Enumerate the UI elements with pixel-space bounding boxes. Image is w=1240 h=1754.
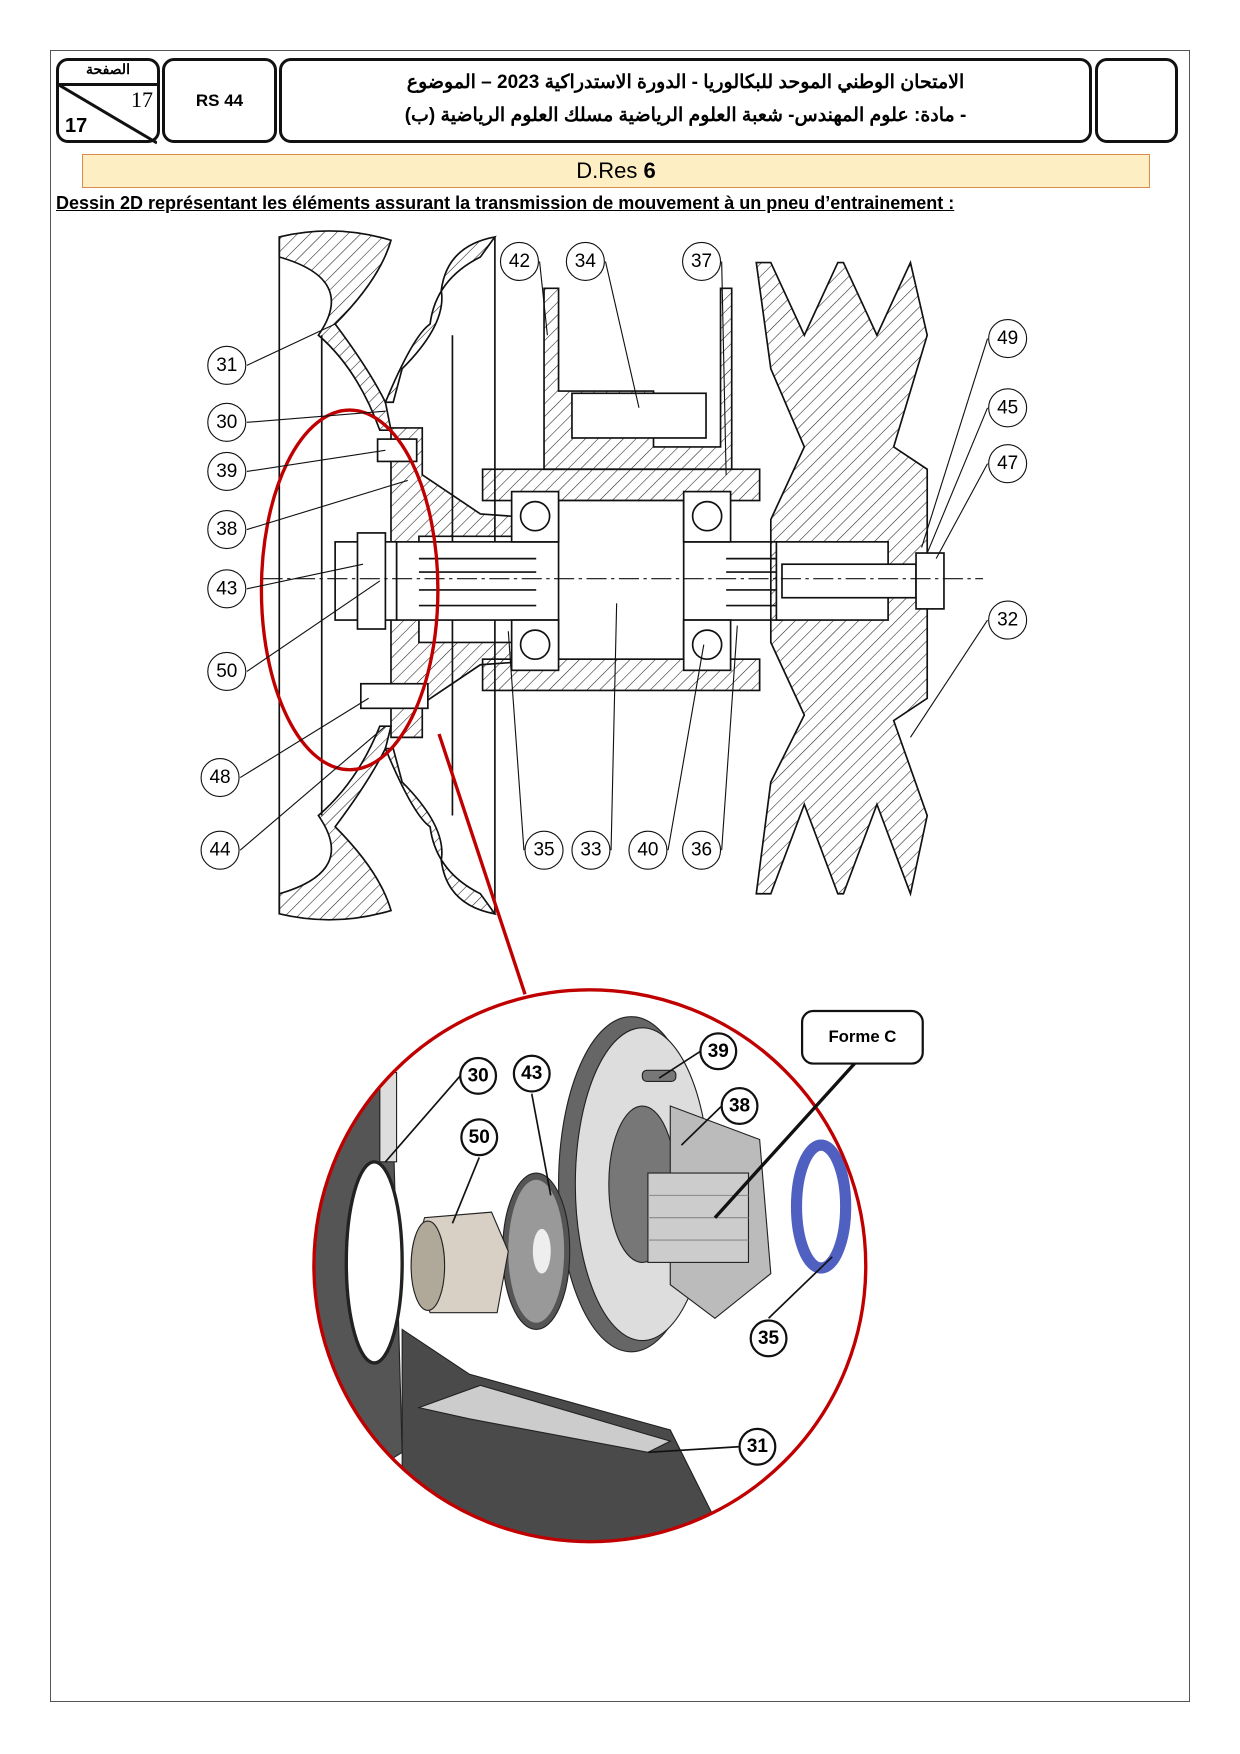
callouts-2d bbox=[200, 241, 1028, 870]
callout-3d-35: 35 bbox=[758, 1328, 780, 1349]
callout-36: 36 bbox=[691, 840, 712, 861]
callout-49: 49 bbox=[997, 328, 1018, 349]
exam-code: RS 44 bbox=[195, 91, 244, 110]
callout-labels-3d: 30 43 50 39 38 35 31 Forme C bbox=[468, 1027, 897, 1457]
callout-50: 50 bbox=[216, 661, 237, 682]
leader-lines-3d bbox=[384, 1050, 833, 1454]
empty-header-box bbox=[1095, 58, 1178, 143]
callout-40: 40 bbox=[637, 840, 658, 861]
callout-3d-38: 38 bbox=[729, 1096, 750, 1117]
page-number: 17 bbox=[131, 87, 153, 112]
forme-c-note: Forme C bbox=[828, 1027, 896, 1046]
callout-47: 47 bbox=[997, 453, 1018, 474]
page-total: 17 bbox=[65, 115, 88, 137]
callout-labels-2d: 31 30 39 38 43 50 48 44 42 34 37 49 45 4… bbox=[210, 251, 1019, 861]
page-number-box: الصفحة 17 17 bbox=[56, 58, 160, 145]
diagonal-divider bbox=[59, 85, 157, 145]
callouts-3d bbox=[459, 1009, 924, 1466]
banner-prefix: D.Res bbox=[576, 158, 644, 183]
callout-38: 38 bbox=[216, 519, 237, 540]
exam-code-box: RS 44 bbox=[162, 58, 277, 143]
detail-circle-3d bbox=[312, 988, 868, 1544]
exam-title-line2: - مادة: علوم المهندس- شعبة العلوم الرياض… bbox=[404, 105, 967, 126]
callout-3d-50: 50 bbox=[469, 1127, 490, 1148]
callout-33: 33 bbox=[580, 840, 601, 861]
wheel-rim-2d bbox=[278, 230, 497, 921]
callout-39: 39 bbox=[216, 461, 237, 482]
detail-link-line bbox=[437, 733, 527, 995]
callout-3d-30: 30 bbox=[468, 1065, 489, 1086]
callout-3d-39: 39 bbox=[708, 1041, 729, 1062]
exploded-view-3d bbox=[313, 989, 866, 1542]
callout-44: 44 bbox=[210, 840, 231, 861]
callout-43: 43 bbox=[216, 578, 237, 599]
callout-35: 35 bbox=[533, 840, 554, 861]
callout-3d-31: 31 bbox=[747, 1436, 769, 1457]
callout-32: 32 bbox=[997, 610, 1018, 631]
bearings-2d bbox=[510, 490, 732, 672]
document-banner: D.Res 6 bbox=[82, 154, 1150, 188]
exam-title-box: الامتحان الوطني الموحد للبكالوريا - الدو… bbox=[279, 58, 1092, 143]
exam-title-line1: الامتحان الوطني الموحد للبكالوريا - الدو… bbox=[406, 72, 965, 93]
callout-3d-43: 43 bbox=[521, 1063, 542, 1084]
page-label: الصفحة bbox=[59, 61, 157, 86]
detail-circle-2d bbox=[259, 408, 440, 772]
callout-48: 48 bbox=[210, 767, 231, 788]
callout-42: 42 bbox=[509, 251, 530, 272]
drawing-subtitle: Dessin 2D représentant les éléments assu… bbox=[56, 193, 955, 213]
page-border bbox=[50, 50, 1190, 1702]
callout-31: 31 bbox=[216, 355, 237, 376]
callout-45: 45 bbox=[997, 397, 1018, 418]
callout-30: 30 bbox=[216, 412, 237, 433]
leader-lines-2d bbox=[239, 261, 989, 851]
forme-c-leader bbox=[713, 1062, 856, 1219]
banner-number: 6 bbox=[643, 158, 656, 183]
callout-37: 37 bbox=[691, 251, 712, 272]
callout-34: 34 bbox=[575, 251, 596, 272]
bearing-housing-2d bbox=[481, 287, 761, 692]
nut-washer-2d bbox=[334, 438, 945, 710]
